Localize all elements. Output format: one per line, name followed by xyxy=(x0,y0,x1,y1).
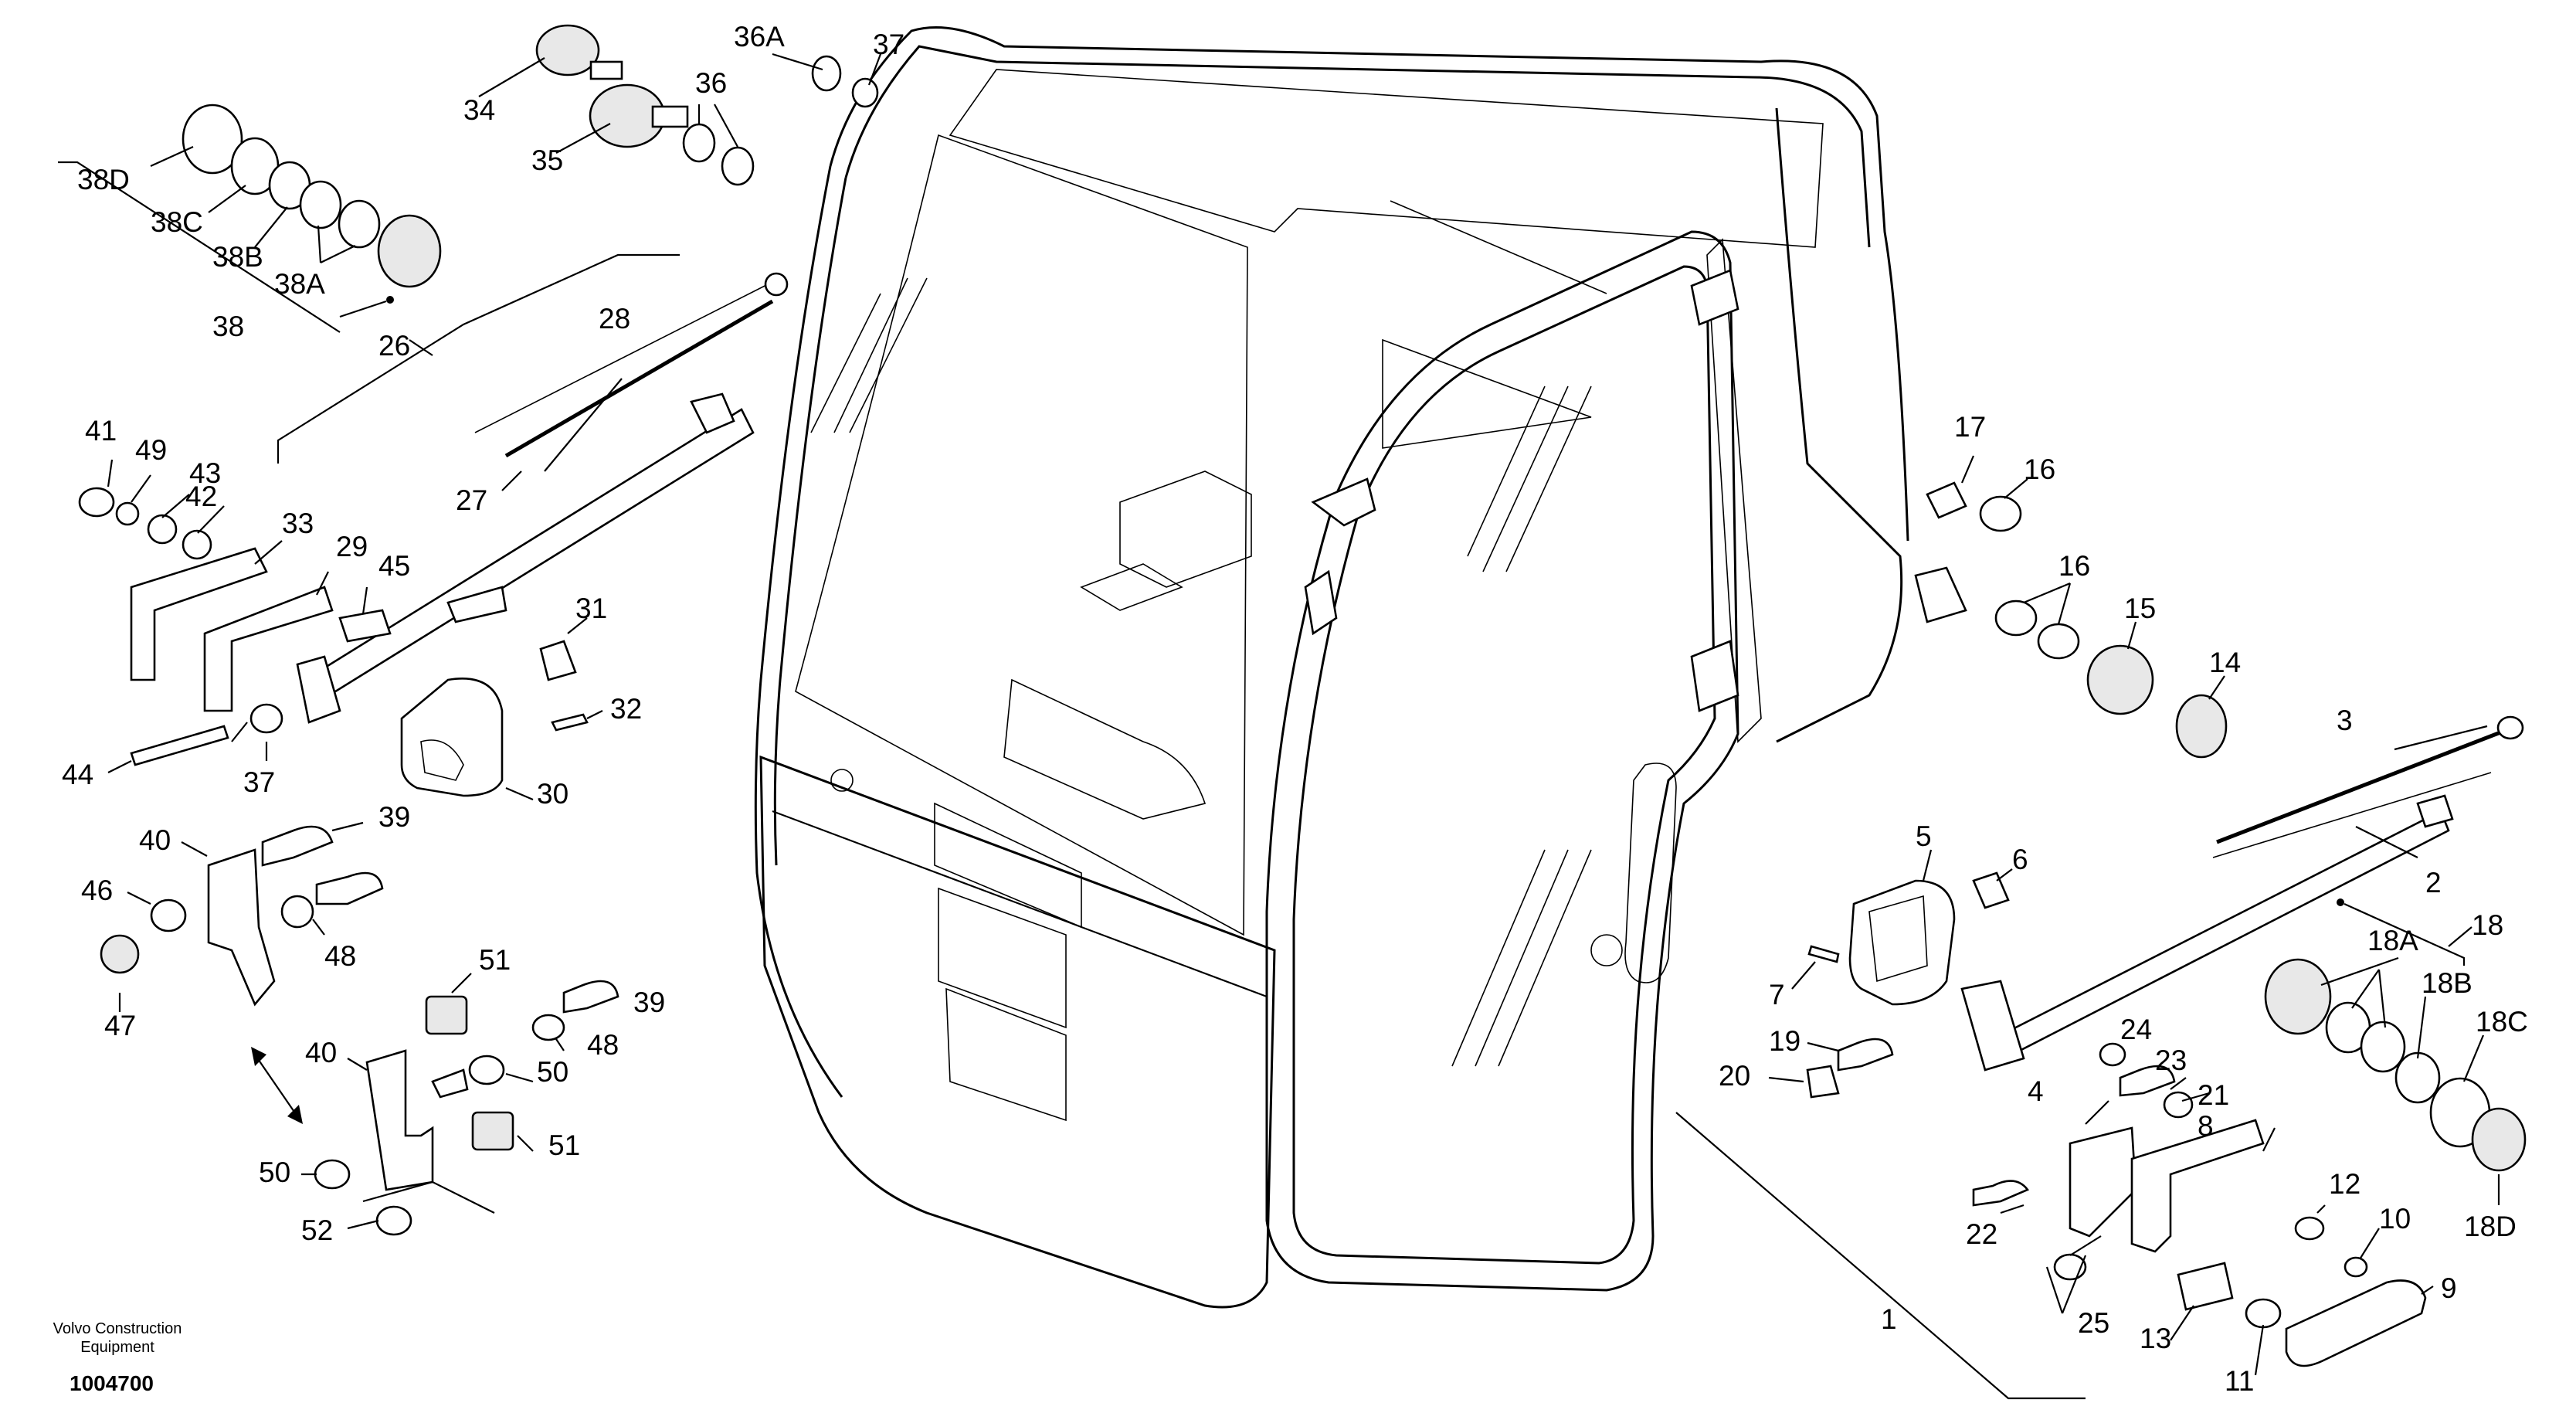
label-16a: 16 xyxy=(2024,453,2055,485)
label-32: 32 xyxy=(610,693,642,725)
label-10: 10 xyxy=(2379,1203,2411,1235)
label-1: 1 xyxy=(1881,1303,1897,1335)
label-14: 14 xyxy=(2209,647,2241,678)
cab-mount-18 xyxy=(2264,898,2527,1205)
label-23: 23 xyxy=(2155,1044,2187,1076)
label-5: 5 xyxy=(1916,820,1932,852)
label-35: 35 xyxy=(531,144,563,176)
vibration-damper-top xyxy=(478,24,882,186)
label-45: 45 xyxy=(378,550,410,582)
label-37b: 37 xyxy=(243,766,275,798)
label-46: 46 xyxy=(81,875,113,906)
label-15: 15 xyxy=(2124,593,2156,624)
label-52: 52 xyxy=(301,1214,333,1246)
cab-mount-38 xyxy=(58,104,442,333)
label-33: 33 xyxy=(282,508,314,539)
label-25: 25 xyxy=(2078,1307,2109,1339)
door-lock-right xyxy=(1972,1042,2434,1376)
label-47: 47 xyxy=(104,1010,136,1041)
label-38d: 38D xyxy=(77,164,130,195)
label-4: 4 xyxy=(2028,1075,2044,1107)
label-18: 18 xyxy=(2472,909,2503,941)
drawing-footer: Volvo Construction Equipment 1004700 xyxy=(53,1320,182,1395)
label-6: 6 xyxy=(2012,844,2028,875)
latch-detail-left xyxy=(100,821,384,1012)
latch-detail-lower xyxy=(251,973,619,1236)
label-51b: 51 xyxy=(548,1129,580,1161)
lock-cover-right xyxy=(1768,849,2013,1099)
label-30: 30 xyxy=(537,778,568,810)
cab-mount-right xyxy=(1914,455,2228,759)
label-27: 27 xyxy=(456,484,487,516)
label-36: 36 xyxy=(695,67,727,99)
label-38b: 38B xyxy=(212,241,263,273)
label-13: 13 xyxy=(2140,1323,2171,1354)
label-31: 31 xyxy=(575,593,607,624)
label-22: 22 xyxy=(1966,1218,1997,1250)
label-18d: 18D xyxy=(2464,1211,2517,1242)
label-18b: 18B xyxy=(2422,967,2472,999)
label-38c: 38C xyxy=(151,206,203,238)
label-12: 12 xyxy=(2329,1168,2360,1200)
drawing-number: 1004700 xyxy=(70,1371,154,1395)
label-28: 28 xyxy=(599,303,630,335)
label-50b: 50 xyxy=(259,1157,290,1188)
label-17: 17 xyxy=(1954,411,1986,443)
cab-door xyxy=(1265,230,1739,1292)
label-40b: 40 xyxy=(305,1037,337,1068)
label-51a: 51 xyxy=(479,944,511,976)
rod-assembly-left xyxy=(277,253,789,724)
label-49: 49 xyxy=(135,434,167,466)
label-43: 43 xyxy=(189,457,221,489)
label-29: 29 xyxy=(336,531,368,562)
label-40a: 40 xyxy=(139,824,171,856)
label-8: 8 xyxy=(2198,1110,2214,1142)
label-19: 19 xyxy=(1769,1025,1800,1057)
part-labels: 1 2 3 4 5 6 7 8 9 10 11 12 13 14 15 16 1… xyxy=(62,21,2528,1397)
label-21: 21 xyxy=(2198,1079,2229,1111)
label-20: 20 xyxy=(1719,1060,1750,1092)
label-38: 38 xyxy=(212,311,244,342)
label-18c: 18C xyxy=(2476,1006,2528,1038)
door-lock-left xyxy=(78,459,392,773)
label-34: 34 xyxy=(463,94,495,126)
label-26: 26 xyxy=(378,330,410,362)
label-36a: 36A xyxy=(734,21,785,53)
label-38a: 38A xyxy=(274,268,325,300)
company-name-line1: Volvo Construction xyxy=(53,1320,182,1337)
label-11: 11 xyxy=(2225,1365,2254,1397)
cab-frame xyxy=(754,26,1909,1309)
label-24: 24 xyxy=(2120,1014,2152,1045)
lock-cover-30 xyxy=(400,617,603,801)
label-37a: 37 xyxy=(873,29,904,60)
label-16b: 16 xyxy=(2058,550,2090,582)
label-50a: 50 xyxy=(537,1056,568,1088)
label-9: 9 xyxy=(2441,1272,2457,1304)
label-44: 44 xyxy=(62,759,93,790)
label-39a: 39 xyxy=(378,801,410,833)
label-41: 41 xyxy=(85,415,117,447)
rod-assembly-right xyxy=(1675,715,2524,1400)
label-2: 2 xyxy=(2425,867,2442,898)
label-18a: 18A xyxy=(2367,925,2418,956)
label-3: 3 xyxy=(2337,705,2353,736)
label-48b: 48 xyxy=(587,1029,619,1061)
company-name-line2: Equipment xyxy=(80,1339,154,1356)
label-39b: 39 xyxy=(633,987,665,1018)
label-7: 7 xyxy=(1769,979,1785,1010)
label-42: 42 xyxy=(185,481,217,512)
label-48a: 48 xyxy=(324,940,356,972)
